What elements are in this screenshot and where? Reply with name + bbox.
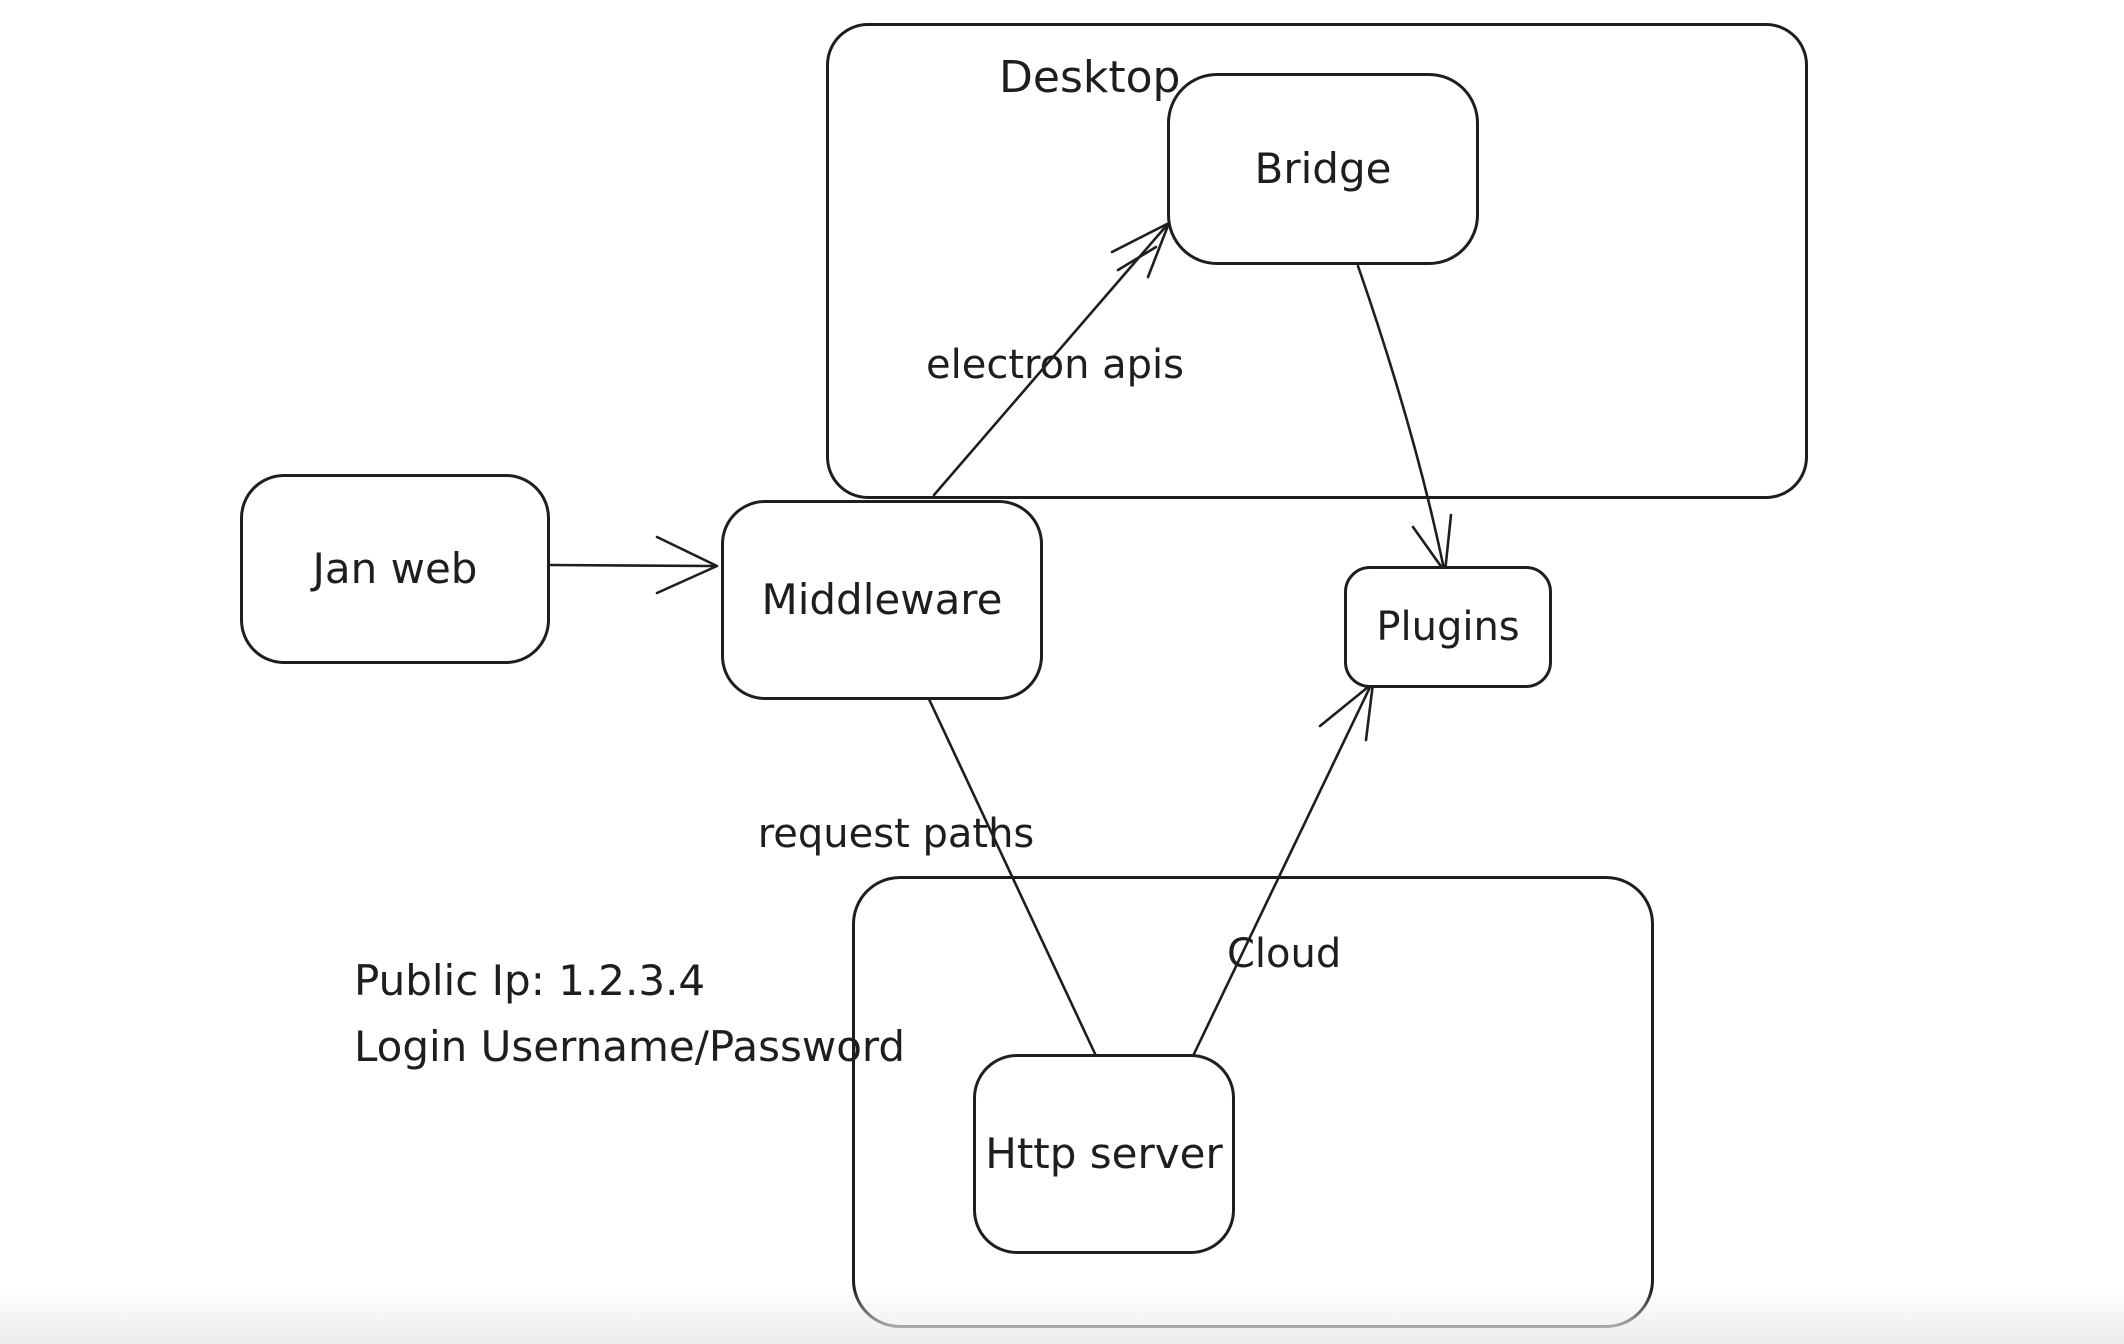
node-middleware[interactable]: Middleware (721, 500, 1043, 700)
node-http-server[interactable]: Http server (973, 1054, 1235, 1254)
annotation-login: Login Username/Password (354, 1022, 906, 1071)
node-middleware-label: Middleware (761, 574, 1003, 624)
node-plugins[interactable]: Plugins (1344, 566, 1552, 688)
node-http-server-label: Http server (985, 1128, 1223, 1178)
container-desktop[interactable]: Desktop (826, 23, 1808, 499)
container-desktop-label: Desktop (999, 52, 1181, 103)
annotation-public-ip: Public Ip: 1.2.3.4 (354, 956, 706, 1005)
node-plugins-label: Plugins (1376, 604, 1520, 650)
container-cloud-label: Cloud (1227, 931, 1342, 977)
node-bridge-label: Bridge (1254, 143, 1392, 193)
edge-label-request-paths: request paths (757, 811, 1035, 857)
node-bridge[interactable]: Bridge (1167, 73, 1479, 265)
node-jan-web-label: Jan web (312, 543, 478, 593)
arrow-janweb-to-middleware[interactable] (549, 535, 719, 595)
edge-label-electron-apis: electron apis (926, 342, 1184, 388)
node-jan-web[interactable]: Jan web (240, 474, 550, 664)
